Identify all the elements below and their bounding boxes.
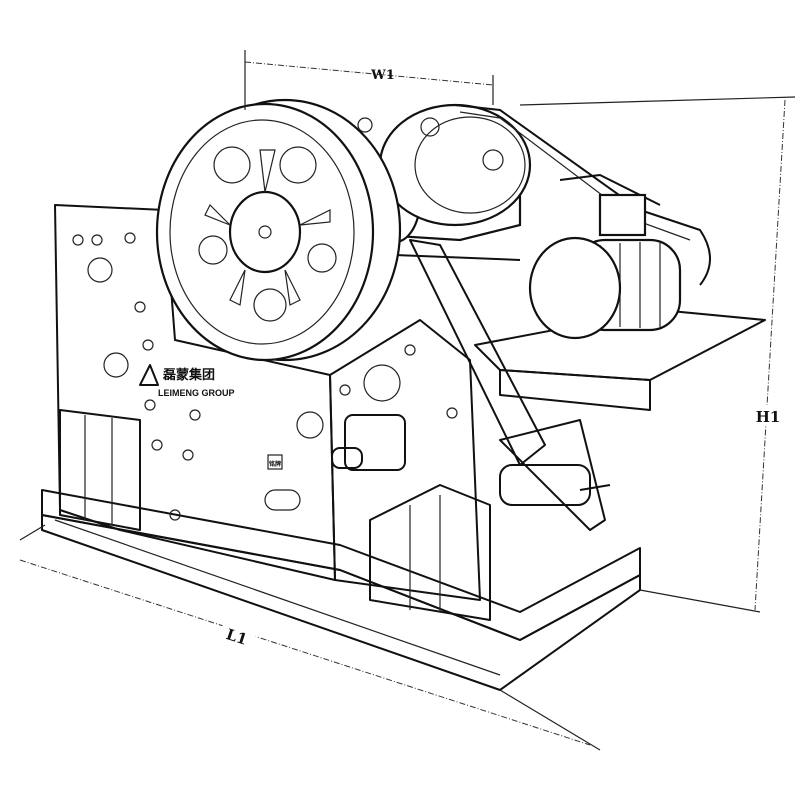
l1-label: L1	[224, 625, 250, 649]
flywheel-pocket	[307, 243, 337, 273]
adjust-block	[344, 414, 406, 471]
bolt	[144, 399, 156, 411]
pull-rod	[409, 239, 546, 466]
l1-dim-line	[19, 559, 591, 746]
flywheel-inner	[169, 119, 355, 345]
h1-ext	[519, 96, 796, 106]
motor-end	[528, 236, 622, 340]
bolt	[339, 384, 351, 396]
belt-inner	[459, 111, 691, 241]
h1-label: H1	[756, 408, 781, 426]
bearing-cap	[296, 411, 324, 439]
side-plate-right	[329, 319, 481, 601]
bolt	[124, 232, 136, 244]
l1-ext	[499, 689, 601, 751]
foot-right	[369, 484, 491, 621]
logo-mark	[139, 364, 159, 386]
toggle-arm	[499, 419, 606, 531]
flywheel-spokes	[204, 149, 331, 306]
w1-label: W1	[370, 68, 395, 83]
lifting-eye	[357, 117, 373, 133]
spring-housing	[499, 464, 591, 506]
bolt	[169, 509, 181, 521]
support-feet	[59, 409, 491, 621]
h1-ext	[639, 589, 761, 613]
belt-top	[454, 104, 711, 286]
bolt	[151, 439, 163, 451]
sheave-inner	[414, 116, 526, 214]
logo-chinese: 磊蒙集团	[162, 367, 215, 382]
company-logo: 磊蒙集团 LEIMENG GROUP	[139, 364, 235, 398]
bolt	[142, 339, 154, 351]
hole	[103, 352, 129, 378]
dimension-lines: W1 H1 L1	[19, 50, 796, 751]
logo-english: LEIMENG GROUP	[158, 388, 235, 398]
flywheel-pocket	[253, 288, 287, 322]
bolts	[72, 232, 458, 521]
nameplate-label: 铭牌	[269, 460, 281, 468]
bolt	[72, 234, 84, 246]
flywheel-pocket	[279, 146, 317, 184]
hole	[363, 364, 401, 402]
l1-label-bg	[218, 620, 258, 651]
bolt	[404, 344, 416, 356]
terminal-box	[598, 193, 647, 237]
hub-bore	[258, 225, 272, 239]
tension-assembly	[331, 239, 611, 531]
bolt	[134, 301, 146, 313]
base-frame	[41, 489, 641, 691]
flywheel-pocket	[198, 235, 228, 265]
lifting-eye	[420, 117, 440, 137]
h1-dim-line	[754, 99, 786, 611]
bolt	[446, 407, 458, 419]
l1-ext	[19, 524, 46, 541]
foot-left	[59, 409, 141, 531]
bolt	[91, 234, 103, 246]
bolt	[189, 409, 201, 421]
h1-label-bg	[752, 405, 782, 425]
handle	[579, 484, 611, 491]
adjust-bolt	[331, 447, 363, 469]
flywheel	[155, 98, 402, 362]
nameplate	[267, 454, 283, 470]
sheave-hole	[482, 149, 504, 171]
tie-rod	[394, 254, 521, 261]
bolt	[182, 449, 194, 461]
base-edge	[54, 519, 501, 676]
base-top	[41, 489, 641, 641]
slot	[264, 489, 301, 511]
flywheel-pocket	[213, 146, 251, 184]
w1-dim-line	[244, 61, 494, 86]
flywheel-hub	[228, 190, 302, 274]
motor-base-side	[499, 369, 651, 411]
hole	[87, 257, 113, 283]
motor	[474, 193, 766, 411]
base-side	[41, 514, 641, 691]
